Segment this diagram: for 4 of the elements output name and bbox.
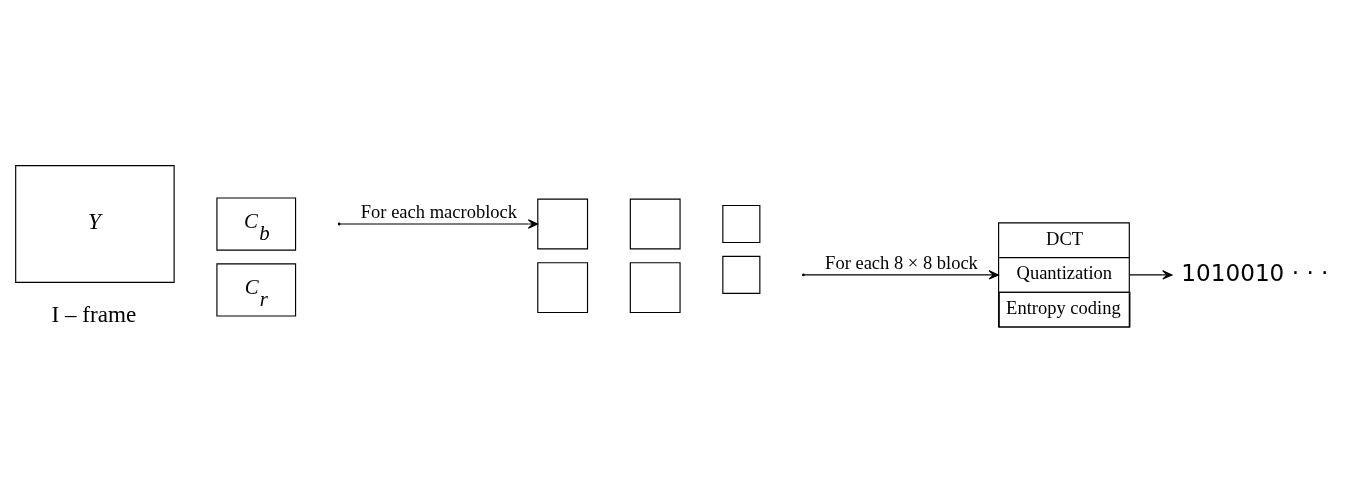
edge-label: For each macroblock xyxy=(360,201,518,222)
edge-label: For each 8 × 8 block xyxy=(825,252,978,273)
label: I – frame xyxy=(51,300,137,327)
node-text: 1010010 · · · xyxy=(1181,259,1329,286)
